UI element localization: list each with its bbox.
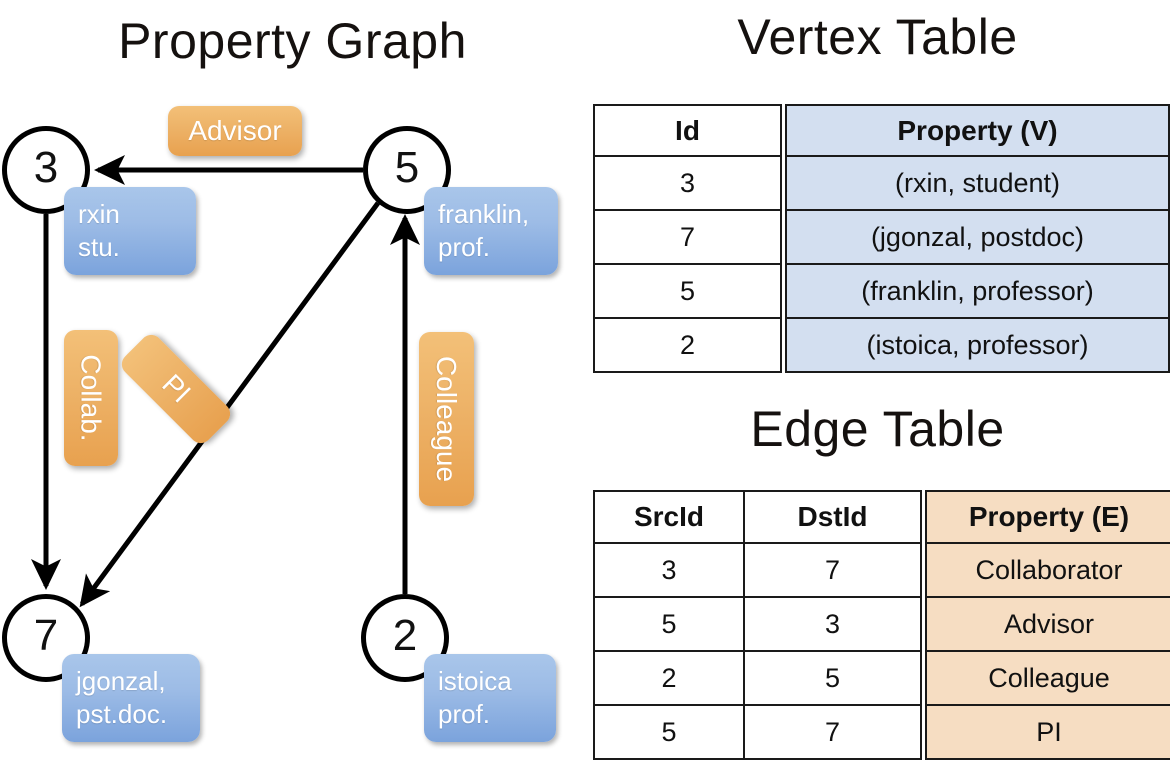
edge-table-cell-property: Advisor	[925, 598, 1170, 652]
edge-label-pi-text: PI	[156, 368, 197, 409]
edge-table-cell-property: PI	[925, 706, 1170, 760]
edge-table-cell-dstid: 7	[745, 544, 922, 598]
vertex-property-box-3-line2: stu.	[78, 232, 120, 262]
edge-table-col-property: Property (E) Collaborator Advisor Collea…	[925, 490, 1170, 760]
graph-edge-5-to-7	[79, 201, 381, 608]
edge-table-cell-dstid: 3	[745, 598, 922, 652]
graph-node-2[interactable]: 2	[361, 594, 449, 682]
edge-label-collab-text: Collab.	[76, 354, 108, 442]
vertex-table-cell-id: 5	[593, 265, 782, 319]
edge-table-cell-property: Colleague	[925, 652, 1170, 706]
vertex-table-cell-property: (franklin, professor)	[785, 265, 1170, 319]
edge-table-col-srcid: SrcId 3 5 2 5	[593, 490, 745, 760]
graph-node-2-label: 2	[392, 611, 418, 660]
vertex-table-cell-property: (istoica, professor)	[785, 319, 1170, 373]
graph-node-3-label: 3	[33, 143, 59, 192]
edge-table-cell-srcid: 5	[593, 598, 745, 652]
vertex-table-cell-id: 2	[593, 319, 782, 373]
edge-table-header-srcid: SrcId	[593, 490, 745, 544]
edge-table: SrcId 3 5 2 5 DstId 7 3 5 7 Property (E)…	[593, 490, 1170, 760]
edge-table-cell-dstid: 7	[745, 706, 922, 760]
vertex-table-cell-property: (jgonzal, postdoc)	[785, 211, 1170, 265]
edge-label-colleague-text: Colleague	[431, 355, 463, 483]
vertex-property-box-5-line2: prof.	[438, 232, 491, 262]
edge-label-colleague: Colleague	[419, 332, 474, 506]
graph-edges-layer	[31, 155, 420, 608]
graph-node-5-label: 5	[394, 143, 420, 192]
page-title-edge-table: Edge Table	[750, 401, 1005, 457]
vertex-table-col-property: Property (V) (rxin, student) (jgonzal, p…	[785, 104, 1170, 373]
page-title-property-graph: Property Graph	[118, 13, 467, 69]
edge-table-col-dstid: DstId 7 3 5 7	[745, 490, 922, 760]
vertex-table-col-id: Id 3 7 5 2	[593, 104, 782, 373]
vertex-property-box-2: istoica prof.	[424, 654, 556, 742]
edge-table-cell-srcid: 5	[593, 706, 745, 760]
vertex-table-cell-property: (rxin, student)	[785, 157, 1170, 211]
graph-node-7-label: 7	[33, 611, 59, 660]
vertex-property-box-7-line2: pst.doc.	[76, 699, 168, 729]
edge-label-advisor-text: Advisor	[188, 115, 282, 146]
vertex-property-box-2-line2: prof.	[438, 699, 491, 729]
vertex-table: Id 3 7 5 2 Property (V) (rxin, student) …	[593, 104, 1170, 373]
edge-table-cell-srcid: 2	[593, 652, 745, 706]
vertex-property-box-5: franklin, prof.	[424, 187, 558, 275]
vertex-property-box-5-line1: franklin,	[438, 198, 530, 229]
edge-table-header-dstid: DstId	[745, 490, 922, 544]
edge-table-cell-property: Collaborator	[925, 544, 1170, 598]
vertex-table-cell-id: 3	[593, 157, 782, 211]
edge-table-cell-srcid: 3	[593, 544, 745, 598]
vertex-property-box-7-line1: jgonzal,	[76, 665, 166, 696]
page-title-vertex-table: Vertex Table	[737, 9, 1018, 65]
vertex-table-header-property: Property (V)	[785, 104, 1170, 157]
edge-label-advisor: Advisor	[168, 106, 302, 156]
edge-table-cell-dstid: 5	[745, 652, 922, 706]
vertex-table-cell-id: 7	[593, 211, 782, 265]
graph-node-5[interactable]: 5	[363, 126, 451, 214]
vertex-property-box-3-line1: rxin	[78, 198, 120, 229]
edge-table-header-property: Property (E)	[925, 490, 1170, 544]
vertex-property-box-2-line1: istoica	[438, 665, 512, 696]
vertex-property-box-7: jgonzal, pst.doc.	[62, 654, 200, 742]
edge-label-collab: Collab.	[64, 330, 118, 466]
vertex-property-box-3: rxin stu.	[64, 187, 196, 275]
vertex-table-header-id: Id	[593, 104, 782, 157]
